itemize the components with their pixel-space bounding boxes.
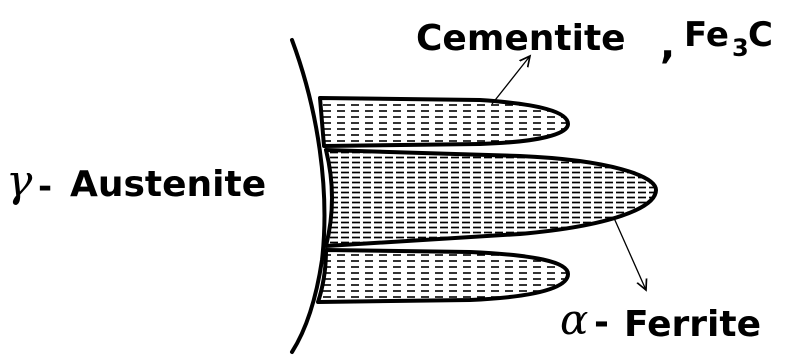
grain-boundary-line: [292, 40, 324, 352]
cementite-formula-subscript: 3: [732, 34, 749, 62]
cementite-lamella-top: [320, 98, 568, 146]
cementite-name: Cementite: [416, 18, 626, 59]
ferrite-label: α - Ferrite: [560, 295, 761, 345]
alpha-symbol: α: [560, 295, 588, 344]
gamma-symbol: γ: [6, 156, 33, 207]
austenite-dash: -: [38, 167, 52, 207]
austenite-label: γ - Austenite: [6, 156, 266, 207]
cementite-separator: ,: [660, 22, 675, 68]
cementite-lamella-bottom: [318, 250, 568, 302]
ferrite-name: Ferrite: [624, 304, 761, 345]
cementite-arrow: [492, 56, 530, 104]
cementite-formula-c: C: [748, 15, 773, 55]
ferrite-lamella-middle: [326, 150, 656, 246]
cementite-formula-fe: Fe: [684, 15, 729, 55]
ferrite-arrow: [614, 218, 646, 290]
ferrite-dash: -: [594, 302, 609, 343]
cementite-label: Cementite , Fe 3 C: [416, 15, 773, 68]
austenite-name: Austenite: [70, 164, 266, 205]
